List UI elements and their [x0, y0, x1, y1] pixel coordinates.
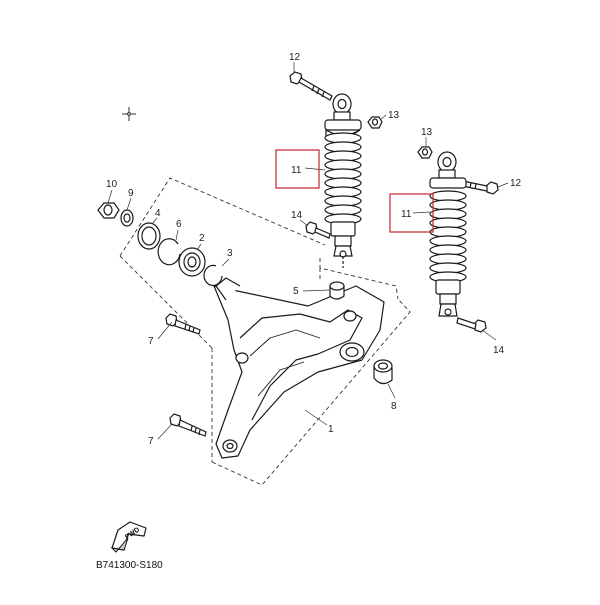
crosshair-icon — [122, 107, 136, 121]
label-4: 4 — [155, 208, 161, 219]
label-2: 2 — [199, 233, 205, 244]
label-7-upper: 7 — [148, 336, 154, 347]
label-1: 1 — [328, 424, 334, 435]
fwd-arrow-icon: FWD — [110, 521, 147, 553]
label-12-right: 12 — [510, 178, 522, 189]
circlip-part-3 — [203, 264, 223, 287]
label-9: 9 — [128, 188, 134, 199]
circlip-part-6 — [157, 238, 181, 266]
highlight-boxes — [275, 149, 434, 233]
label-13-right: 13 — [421, 127, 433, 138]
label-11-right: 11 — [401, 209, 412, 220]
leader-lines — [107, 62, 509, 440]
bolt-part-7-upper — [165, 313, 201, 335]
shock-absorber-right — [429, 151, 467, 317]
shock-absorber-left — [324, 93, 362, 268]
label-8: 8 — [391, 401, 397, 412]
label-14-left: 14 — [291, 210, 303, 221]
collar-part-8 — [373, 359, 393, 385]
label-14-right: 14 — [493, 345, 505, 356]
bolt-part-14-left — [305, 221, 331, 239]
nut-part-13-left — [367, 116, 383, 129]
label-10: 10 — [106, 179, 118, 190]
bolt-part-14-right — [456, 317, 487, 333]
bolt-part-12-left — [289, 71, 333, 101]
nut-part-13-right — [417, 146, 433, 159]
label-7-lower: 7 — [148, 436, 154, 447]
label-5: 5 — [293, 286, 299, 297]
diagram-code: B741300-S180 — [96, 560, 163, 571]
label-11-left: 11 — [291, 165, 302, 176]
spacer-part-5 — [329, 281, 345, 300]
highlight-box-left — [275, 149, 320, 189]
swing-arm — [213, 277, 385, 459]
label-12-left: 12 — [289, 52, 301, 63]
seal-part-4 — [137, 222, 161, 250]
bearing-part-2 — [178, 247, 206, 277]
label-6: 6 — [176, 219, 182, 230]
nut-part-10 — [97, 202, 120, 219]
bolt-part-7-lower — [169, 413, 207, 437]
highlight-box-right — [389, 193, 434, 233]
spring-coils-right — [429, 190, 467, 283]
spring-coils-left — [324, 128, 362, 225]
label-13-left: 13 — [388, 110, 400, 121]
washer-part-9 — [120, 209, 134, 227]
label-3: 3 — [227, 248, 233, 259]
